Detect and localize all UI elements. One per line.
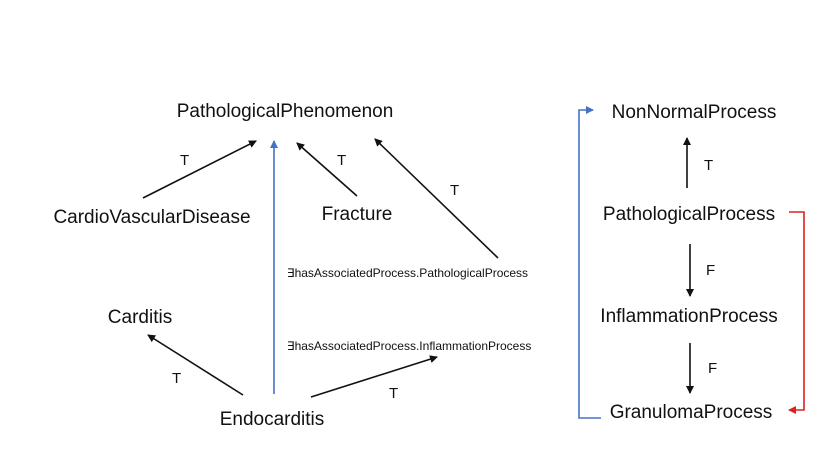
- node-endocarditis: Endocarditis: [220, 409, 325, 430]
- edge-label-pathproc-to-inflammation: F: [706, 262, 715, 279]
- node-pathological-process: PathologicalProcess: [603, 204, 775, 225]
- node-fracture: Fracture: [322, 204, 393, 225]
- edge-label-endo-to-carditis: T: [172, 370, 181, 387]
- node-inflammation-process: InflammationProcess: [600, 306, 777, 327]
- edge-endocarditis-to-assoc-inflammation: [310, 355, 438, 398]
- expr-assoc-inflammation-process: ∃hasAssociatedProcess.InflammationProces…: [287, 339, 531, 353]
- edge-label-pathproc-to-nonnormal: T: [704, 157, 713, 174]
- node-pathological-phenomenon: PathologicalPhenomenon: [177, 101, 394, 122]
- edge-label-cvd-to-pp: T: [180, 152, 189, 169]
- node-granuloma-process: GranulomaProcess: [610, 402, 773, 423]
- expr-assoc-pathological-process: ∃hasAssociatedProcess.PathologicalProces…: [287, 266, 528, 280]
- edge-cvd-to-pp: [142, 140, 257, 199]
- node-cardiovascular-disease: CardioVascularDisease: [53, 207, 250, 228]
- edge-assoc-pathological-to-pp: [374, 138, 499, 259]
- edge-pathproc-to-granuloma-red: [788, 211, 805, 414]
- edge-endocarditis-to-carditis: [147, 334, 244, 396]
- edge-label-fracture-to-pp: T: [337, 152, 346, 169]
- edge-label-inflammation-to-granuloma: F: [708, 360, 717, 377]
- edge-label-assoc-pathological-to-pp: T: [450, 182, 459, 199]
- node-carditis: Carditis: [108, 307, 172, 328]
- edge-fracture-to-pp: [296, 142, 358, 197]
- edge-granuloma-to-nonnormal-blue: [578, 106, 601, 419]
- node-non-normal-process: NonNormalProcess: [612, 102, 777, 123]
- edge-label-endo-to-assoc-inflammation: T: [389, 385, 398, 402]
